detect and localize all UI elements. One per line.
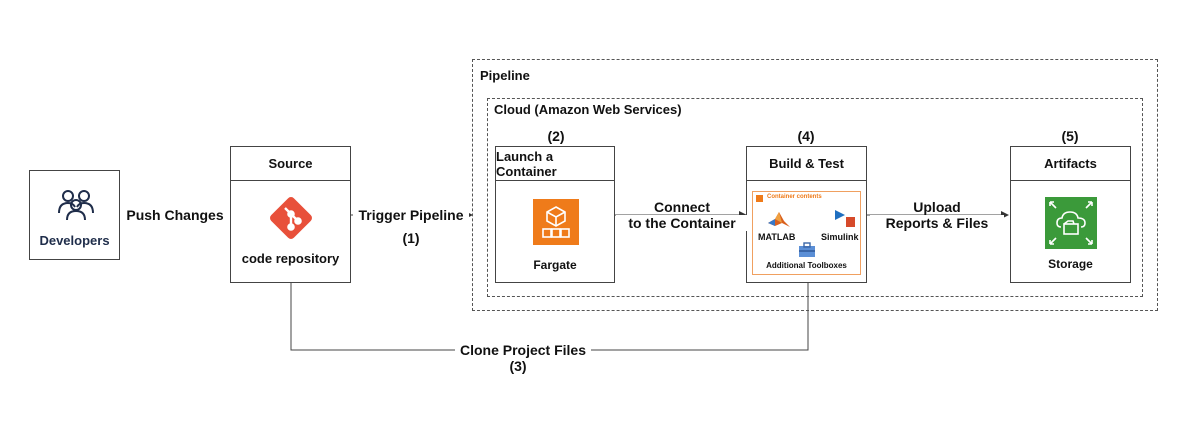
users-icon: [58, 190, 94, 221]
source-header: Source: [231, 147, 350, 181]
edge-label-push: Push Changes: [120, 207, 230, 223]
edge-label-connect-2: to the Container: [616, 215, 748, 231]
simulink-icon: [835, 210, 855, 227]
storage-icon: [1045, 197, 1097, 249]
cloud-frame: [487, 98, 1143, 297]
container-contents-title: Container contents: [767, 194, 822, 200]
container-icon: [756, 195, 763, 202]
edge-label-upload-2: Reports & Files: [870, 215, 1004, 231]
build-test-box[interactable]: Build & Test Container contents MATLAB S…: [746, 146, 867, 283]
launch-label: Fargate: [533, 258, 577, 272]
source-box[interactable]: Source code repository: [230, 146, 351, 283]
toolbox-icon: [799, 242, 815, 257]
artifacts-box[interactable]: Artifacts Storage: [1010, 146, 1131, 283]
artifacts-header: Artifacts: [1011, 147, 1130, 181]
cloud-title: Cloud (Amazon Web Services): [494, 102, 682, 117]
matlab-icon: [768, 212, 790, 227]
step-4: (4): [797, 128, 815, 144]
simulink-label: Simulink: [821, 232, 859, 242]
edge-label-clone: Clone Project Files: [455, 342, 591, 358]
developers-label: Developers: [39, 233, 110, 248]
developers-box[interactable]: Developers: [29, 170, 120, 260]
step-2: (2): [547, 128, 565, 144]
launch-container-box[interactable]: Launch a Container Fargate: [495, 146, 615, 283]
fargate-icon: [533, 199, 579, 245]
toolboxes-label: Additional Toolboxes: [766, 261, 847, 270]
container-contents-panel: Container contents MATLAB Simulink Addit…: [752, 191, 861, 275]
edge-label-connect-1: Connect: [654, 199, 710, 215]
edge-label-trigger: Trigger Pipeline: [353, 207, 469, 223]
launch-header: Launch a Container: [496, 147, 614, 181]
edge-label-upload-1: Upload: [913, 199, 961, 215]
build-header: Build & Test: [747, 147, 866, 181]
pipeline-frame: [472, 59, 1158, 311]
git-icon: [270, 197, 312, 239]
edge-label-clone-step: (3): [509, 358, 527, 374]
step-5: (5): [1061, 128, 1079, 144]
source-label: code repository: [241, 251, 340, 266]
matlab-label: MATLAB: [758, 232, 796, 242]
edge-label-trigger-step: (1): [402, 230, 420, 246]
artifacts-label: Storage: [1048, 257, 1093, 271]
pipeline-title: Pipeline: [480, 68, 530, 83]
